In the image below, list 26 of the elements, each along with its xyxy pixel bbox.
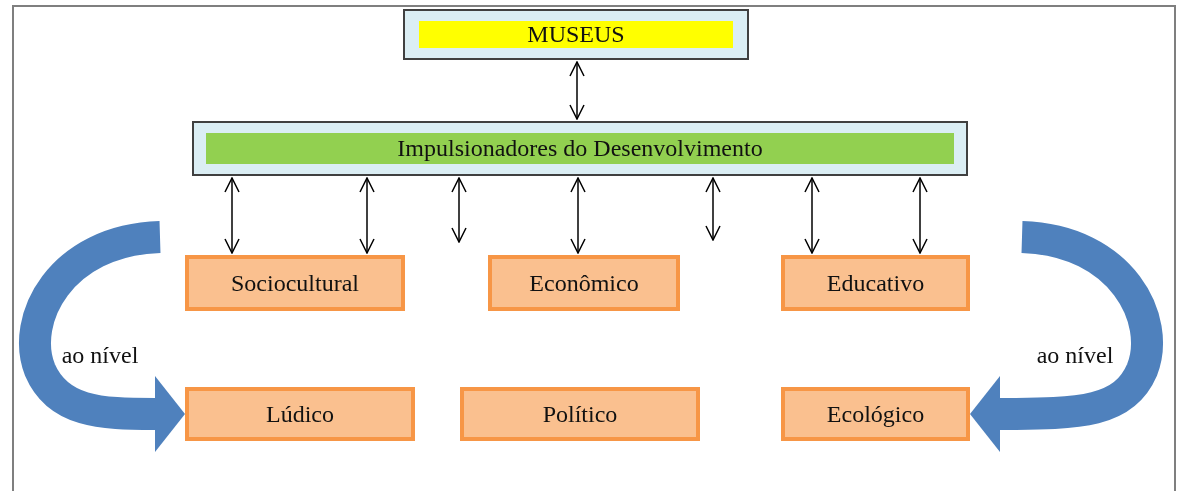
category-label: Econômico xyxy=(529,269,639,297)
category-label: Político xyxy=(542,400,618,428)
category-label: Sociocultural xyxy=(231,269,359,297)
double-arrow xyxy=(224,177,240,254)
category-label: Ecológico xyxy=(826,400,925,428)
double-arrow xyxy=(451,177,467,243)
category-box xyxy=(781,255,970,311)
header-box xyxy=(192,121,968,176)
category-box xyxy=(185,255,405,311)
title-bar: MUSEUS xyxy=(419,21,733,48)
double-arrow xyxy=(359,177,375,254)
category-box xyxy=(488,255,680,311)
double-arrow xyxy=(912,177,928,254)
curved-block-arrow xyxy=(970,221,1163,452)
double-arrow xyxy=(705,177,721,241)
category-box xyxy=(781,387,970,441)
category-label: Educativo xyxy=(826,269,925,297)
title-bar: Impulsionadores do Desenvolvimento xyxy=(206,133,954,164)
category-box xyxy=(460,387,700,441)
curved-block-arrow xyxy=(19,221,185,452)
category-label: Lúdico xyxy=(266,400,334,428)
double-arrow xyxy=(570,177,586,254)
double-arrow xyxy=(804,177,820,254)
header-box xyxy=(403,9,749,60)
category-box xyxy=(185,387,415,441)
double-arrow xyxy=(569,61,585,120)
